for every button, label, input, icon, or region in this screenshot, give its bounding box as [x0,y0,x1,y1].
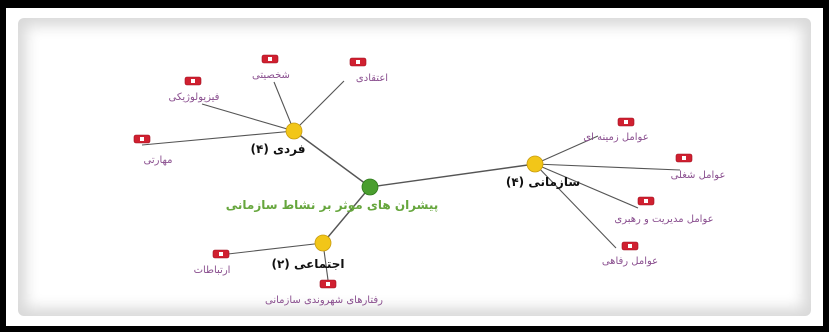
driver-network-diagram: مهارتی فیزیولوژیکی شخصیتی اعتقادی فردی (۴) عو… [133,54,726,306]
category-label-organizational: سازمانی (۴) [506,175,580,189]
diagram-nodes [133,54,693,289]
category-label-social: اجتماعی (۲) [271,257,344,271]
leaf-label-physio: فیزیولوژیکی [169,92,220,103]
link-communication [227,242,324,255]
leaf-node-physio [184,76,202,86]
leaf-node-communication [212,249,230,259]
leaf-marker-dot-context [624,120,628,124]
category-node-organizational [526,155,544,173]
link-management [534,163,639,209]
link-skill [141,130,295,146]
hub-label: پیشران های موثر بر نشاط سازمانی [226,198,439,213]
leaf-marker-dot-ocb [326,282,330,286]
leaf-marker-dot-job [682,156,686,160]
leaf-label-management: عوامل مدیریت و رهبری [614,214,713,225]
hub-node [361,178,379,196]
leaf-label-job: عوامل شغلی [671,170,726,181]
leaf-marker-dot-belief [356,60,360,64]
leaf-label-communication: ارتباطات [194,265,231,276]
diagram-figure: مهارتی فیزیولوژیکی شخصیتی اعتقادی فردی (۴) عو… [18,18,811,316]
link-welfare [534,163,617,249]
leaf-label-context: عوامل زمینه ای [583,132,648,143]
leaf-node-management [637,196,655,206]
leaf-marker-dot-physio [191,79,195,83]
leaf-node-welfare [621,241,639,251]
link-hub-individual [293,130,371,188]
screenshot-frame: مهارتی فیزیولوژیکی شخصیتی اعتقادی فردی (۴) عو… [6,8,823,326]
leaf-marker-dot-skill [140,137,144,141]
leaf-label-personality: شخصیتی [252,70,290,81]
link-physio [201,103,295,132]
leaf-marker-dot-personality [268,57,272,61]
leaf-node-context [617,117,635,127]
leaf-label-belief: اعتقادی [356,73,388,84]
leaf-node-job [675,153,693,163]
leaf-node-personality [261,54,279,64]
diagram-labels: مهارتی فیزیولوژیکی شخصیتی اعتقادی فردی (۴) عو… [144,70,726,306]
leaf-node-skill [133,134,151,144]
leaf-marker-dot-communication [219,252,223,256]
category-node-social [314,234,332,252]
link-context [534,135,599,165]
leaf-label-skill: مهارتی [144,155,173,166]
leaf-marker-dot-management [644,199,648,203]
connector-lines [141,80,681,281]
link-belief [293,80,345,132]
leaf-marker-dot-welfare [628,244,632,248]
leaf-label-welfare: عوامل رفاهی [602,256,658,267]
link-personality [273,81,295,132]
leaf-label-ocb: رفتارهای شهروندی سازمانی [265,295,383,306]
link-hub-social [322,186,371,244]
leaf-node-belief [349,57,367,67]
category-label-individual: فردی (۴) [251,142,306,156]
link-hub-organizational [369,163,536,188]
leaf-node-ocb [319,279,337,289]
category-node-individual [285,122,303,140]
link-job [534,163,681,171]
